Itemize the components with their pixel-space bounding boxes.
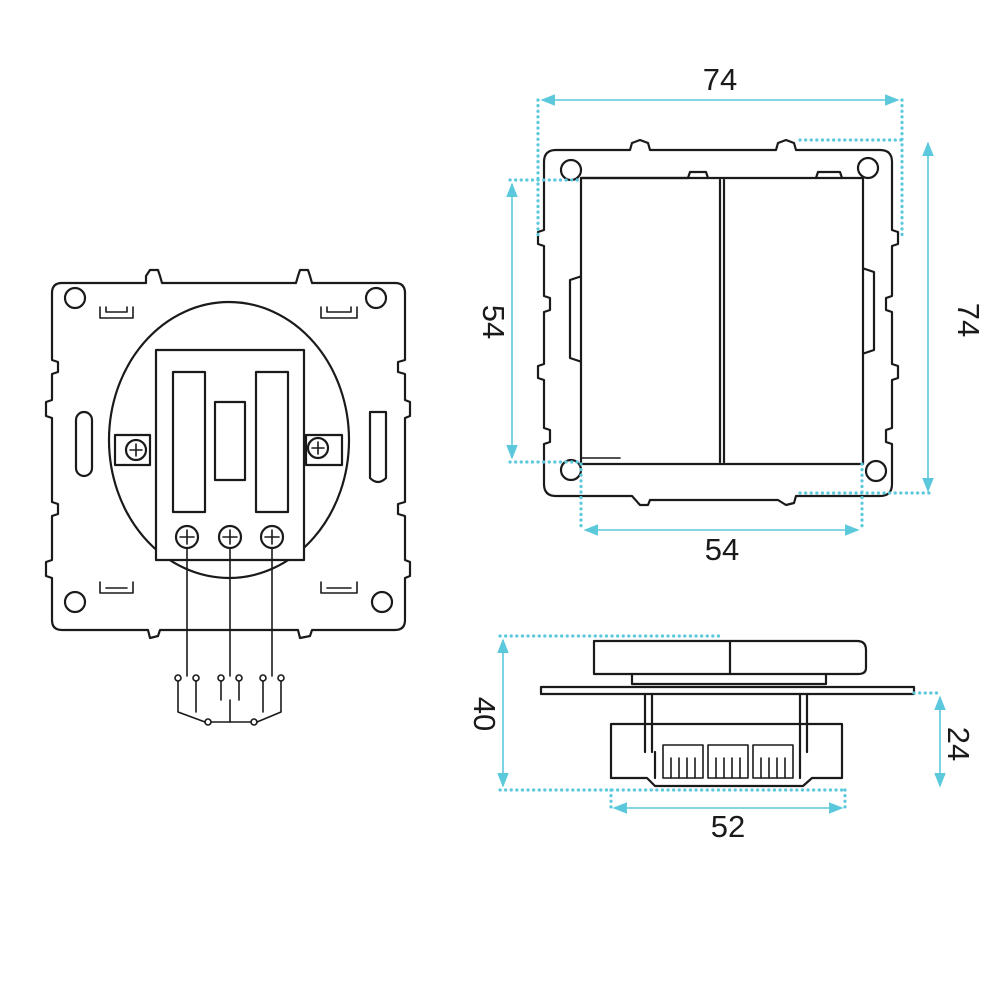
dimension-lines [497,94,946,814]
dim-label-side-depth: 40 [467,697,502,731]
side-slot [74,410,94,478]
mounting-frame [44,268,412,640]
terminal-block [154,348,306,562]
terminal-screw-icon [174,524,200,550]
screw-icon [306,436,330,460]
mount-hole-icon [63,590,87,614]
rocker-plate [579,176,865,466]
side-view [539,639,916,788]
dim-label-front-width: 74 [703,62,737,97]
front-view [536,138,900,507]
mount-hole-icon [559,158,583,182]
mount-hole-icon [370,590,394,614]
dim-label-inner-width: 54 [705,532,739,567]
terminal-screw-icon [259,524,285,550]
mount-hole-icon [63,286,87,310]
mechanism-back-view [44,268,412,726]
claw-slot [99,581,134,594]
screw-icon [124,438,148,462]
contact-slot [254,370,290,514]
terminal-block-icon [662,744,794,779]
claw-slot [320,581,358,594]
rocker-side [592,639,868,676]
contact-slot [171,370,207,514]
wiring-schematic [174,547,285,726]
claw-slot [320,306,358,319]
contact-slot [213,400,247,482]
mechanism-base [609,722,844,788]
dim-label-mount-depth: 24 [941,727,976,761]
side-slot [368,410,388,484]
claw-slot [99,306,134,319]
mount-hole-icon [864,459,888,483]
dim-label-base-width: 52 [711,809,745,844]
mechanism-body [107,300,351,580]
dim-label-inner-height: 54 [476,305,511,339]
front-frame [536,138,900,507]
terminal-screw-icon [217,524,243,550]
dim-label-front-height: 74 [951,303,986,337]
rocker-divider [718,178,726,464]
mount-hole-icon [856,156,880,180]
mounting-plate-edge [539,685,916,696]
mount-hole-icon [364,286,388,310]
